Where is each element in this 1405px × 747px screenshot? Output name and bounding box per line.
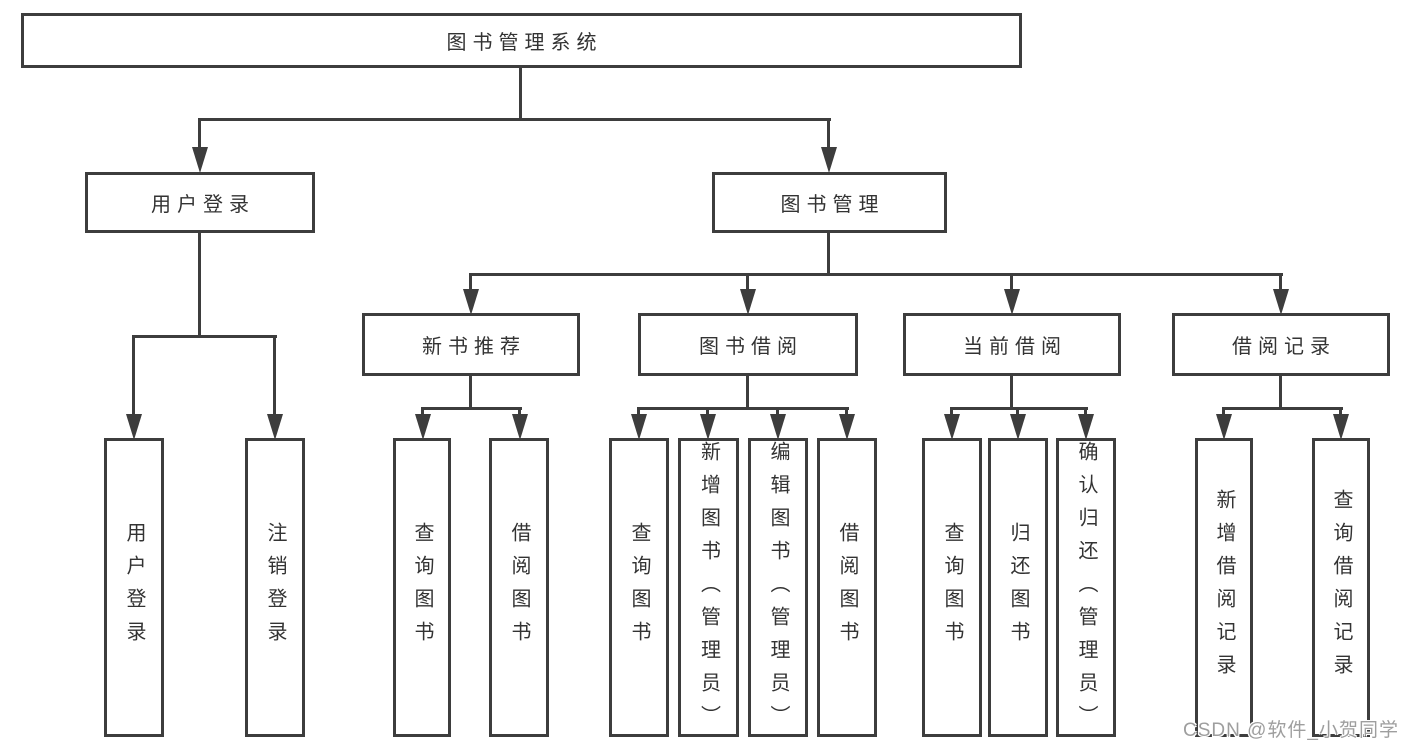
- connector-vline: [1279, 376, 1282, 410]
- connector-vline: [1010, 273, 1013, 291]
- leaf-query-books-recommend: 查询图书: [393, 438, 451, 737]
- connector-vline: [827, 118, 830, 148]
- arrow-down-icon: [415, 414, 431, 440]
- node-borrow-records: 借阅记录: [1172, 313, 1390, 376]
- connector-vline: [637, 407, 640, 415]
- connector-vline: [706, 407, 709, 415]
- leaf-query-books-borrow: 查询图书: [609, 438, 669, 737]
- connector-hline: [637, 407, 849, 410]
- arrow-down-icon: [1004, 289, 1020, 315]
- node-user-login-branch: 用户登录: [85, 172, 315, 233]
- arrow-down-icon: [126, 414, 142, 440]
- connector-vline: [827, 233, 830, 276]
- connector-vline: [273, 335, 276, 415]
- arrow-down-icon: [512, 414, 528, 440]
- connector-vline: [132, 335, 135, 415]
- connector-vline: [519, 68, 522, 121]
- connector-vline: [518, 407, 521, 415]
- leaf-borrow-books: 借阅图书: [817, 438, 877, 737]
- leaf-return-books: 归还图书: [988, 438, 1048, 737]
- connector-hline: [132, 335, 277, 338]
- leaf-borrow-books-recommend: 借阅图书: [489, 438, 549, 737]
- arrow-down-icon: [770, 414, 786, 440]
- connector-hline: [198, 118, 831, 121]
- connector-vline: [421, 407, 424, 415]
- leaf-add-books-admin: 新增图书（管理员）: [678, 438, 739, 738]
- connector-vline: [469, 376, 472, 410]
- node-book-management-branch: 图书管理: [712, 172, 947, 233]
- arrow-down-icon: [463, 289, 479, 315]
- connector-hline: [950, 407, 1088, 410]
- node-current-borrow: 当前借阅: [903, 313, 1121, 376]
- connector-vline: [776, 407, 779, 415]
- connector-vline: [198, 118, 201, 148]
- arrow-down-icon: [700, 414, 716, 440]
- arrow-down-icon: [821, 147, 837, 173]
- connector-vline: [1084, 407, 1087, 415]
- watermark: CSDN @软件_小贺同学: [1183, 720, 1399, 741]
- node-new-book-recommend: 新书推荐: [362, 313, 580, 376]
- connector-vline: [746, 273, 749, 291]
- connector-vline: [469, 273, 472, 291]
- arrow-down-icon: [839, 414, 855, 440]
- arrow-down-icon: [1333, 414, 1349, 440]
- connector-vline: [746, 376, 749, 410]
- connector-hline: [1222, 407, 1343, 410]
- leaf-add-borrow-record: 新增借阅记录: [1195, 438, 1253, 737]
- leaf-query-books-current: 查询图书: [922, 438, 982, 737]
- node-book-borrow: 图书借阅: [638, 313, 858, 376]
- arrow-down-icon: [944, 414, 960, 440]
- arrow-down-icon: [740, 289, 756, 315]
- arrow-down-icon: [631, 414, 647, 440]
- connector-vline: [845, 407, 848, 415]
- connector-vline: [1016, 407, 1019, 415]
- leaf-confirm-return-admin: 确认归还（管理员）: [1056, 438, 1116, 738]
- node-root: 图书管理系统: [21, 13, 1022, 68]
- leaf-query-borrow-record: 查询借阅记录: [1312, 438, 1370, 737]
- connector-vline: [950, 407, 953, 415]
- connector-vline: [1010, 376, 1013, 410]
- leaf-logout: 注销登录: [245, 438, 305, 737]
- arrow-down-icon: [267, 414, 283, 440]
- arrow-down-icon: [1273, 289, 1289, 315]
- leaf-user-login: 用户登录: [104, 438, 164, 737]
- connector-vline: [198, 233, 201, 338]
- connector-vline: [1222, 407, 1225, 415]
- connector-vline: [1339, 407, 1342, 415]
- arrow-down-icon: [192, 147, 208, 173]
- connector-hline: [469, 273, 1283, 276]
- arrow-down-icon: [1010, 414, 1026, 440]
- arrow-down-icon: [1216, 414, 1232, 440]
- arrow-down-icon: [1078, 414, 1094, 440]
- connector-vline: [1279, 273, 1282, 291]
- leaf-edit-books-admin: 编辑图书（管理员）: [748, 438, 808, 738]
